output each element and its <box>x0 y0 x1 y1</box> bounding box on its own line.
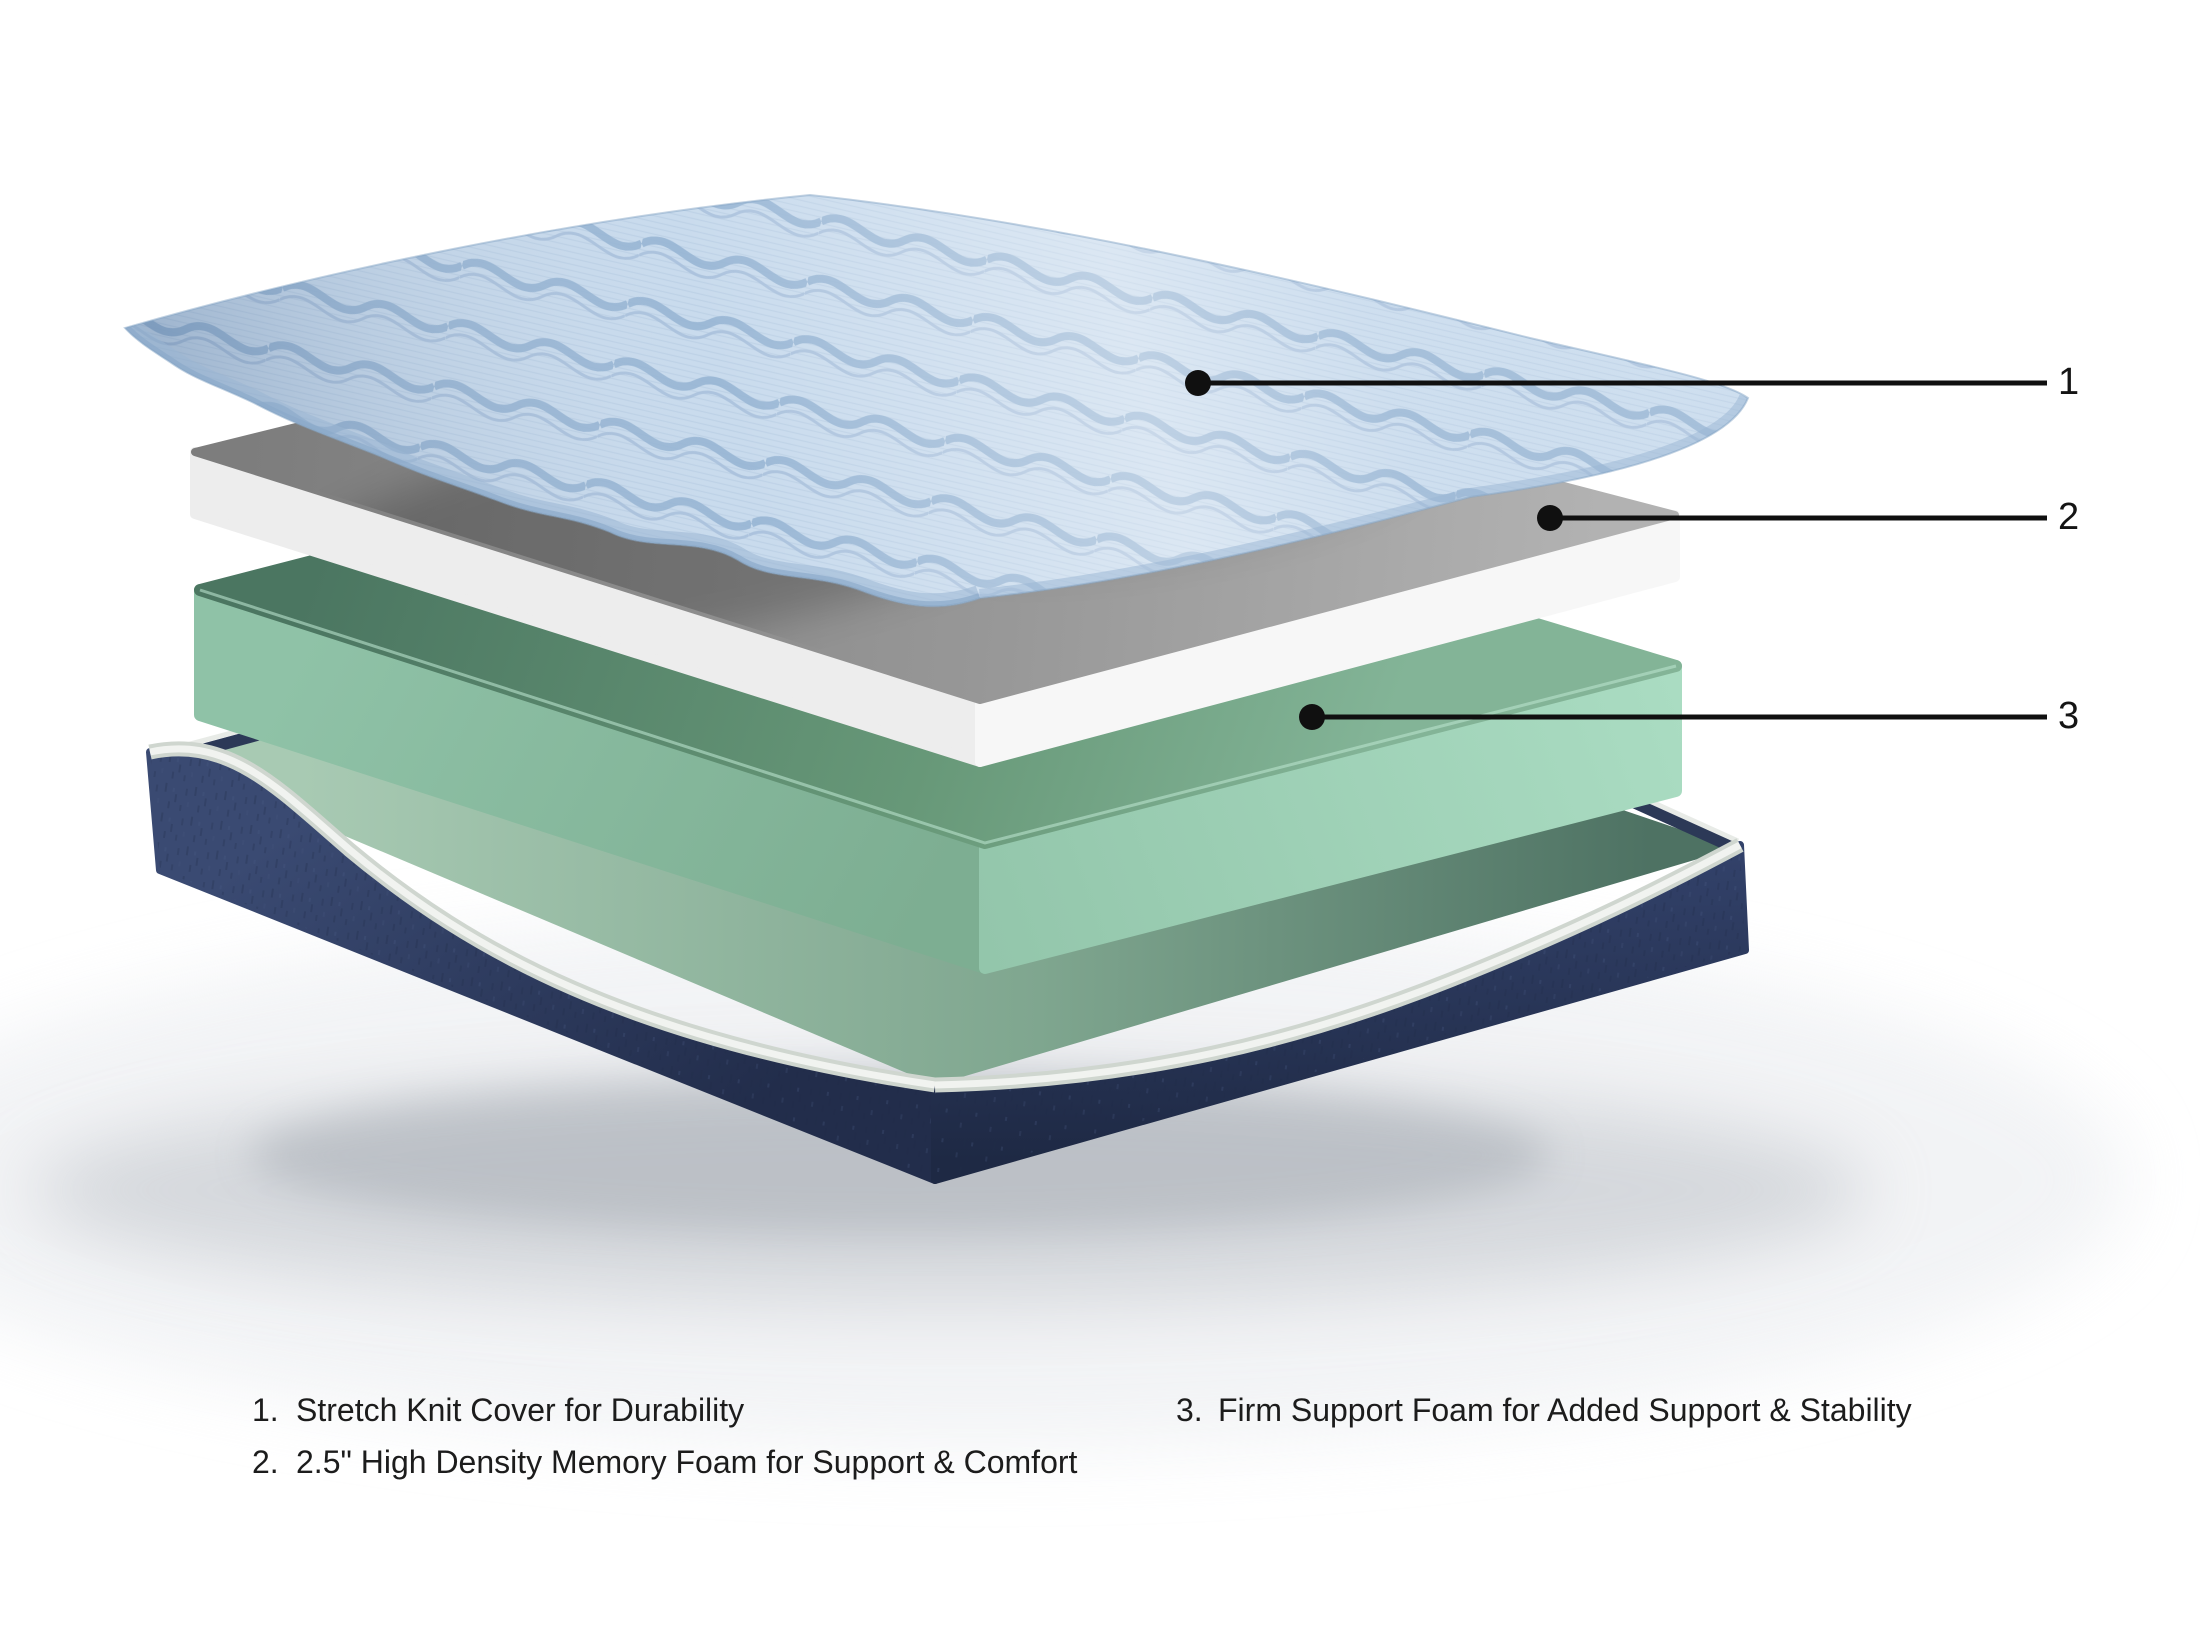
legend-item-2-number: 2. <box>252 1444 279 1480</box>
legend-item-1: 1. Stretch Knit Cover for Durability <box>252 1384 1077 1436</box>
legend-item-3-label: Firm Support Foam for Added Support & St… <box>1218 1392 1912 1428</box>
legend-column-2: 3. Firm Support Foam for Added Support &… <box>1176 1384 1912 1436</box>
legend-item-2-label: 2.5" High Density Memory Foam for Suppor… <box>296 1444 1078 1480</box>
legend-item-3: 3. Firm Support Foam for Added Support &… <box>1176 1384 1912 1436</box>
callout-number-1: 1 <box>2058 361 2080 403</box>
legend-item-1-number: 1. <box>252 1392 279 1428</box>
callout-line-2 <box>1537 505 2047 531</box>
callout-number-2: 2 <box>2058 496 2080 538</box>
base-piping <box>148 741 1744 1093</box>
callout-number-3: 3 <box>2058 695 2080 737</box>
cover-layer <box>124 194 1749 608</box>
legend-item-3-number: 3. <box>1176 1392 1203 1428</box>
callout-line-3 <box>1299 704 2047 730</box>
legend-item-2: 2. 2.5" High Density Memory Foam for Sup… <box>252 1436 1077 1488</box>
floor-shadow <box>0 910 2130 1450</box>
callout-lines <box>1185 370 2047 730</box>
legend-item-1-label: Stretch Knit Cover for Durability <box>296 1392 745 1428</box>
callout-line-1 <box>1185 370 2047 396</box>
legend-column-1: 1. Stretch Knit Cover for Durability 2. … <box>252 1384 1077 1488</box>
